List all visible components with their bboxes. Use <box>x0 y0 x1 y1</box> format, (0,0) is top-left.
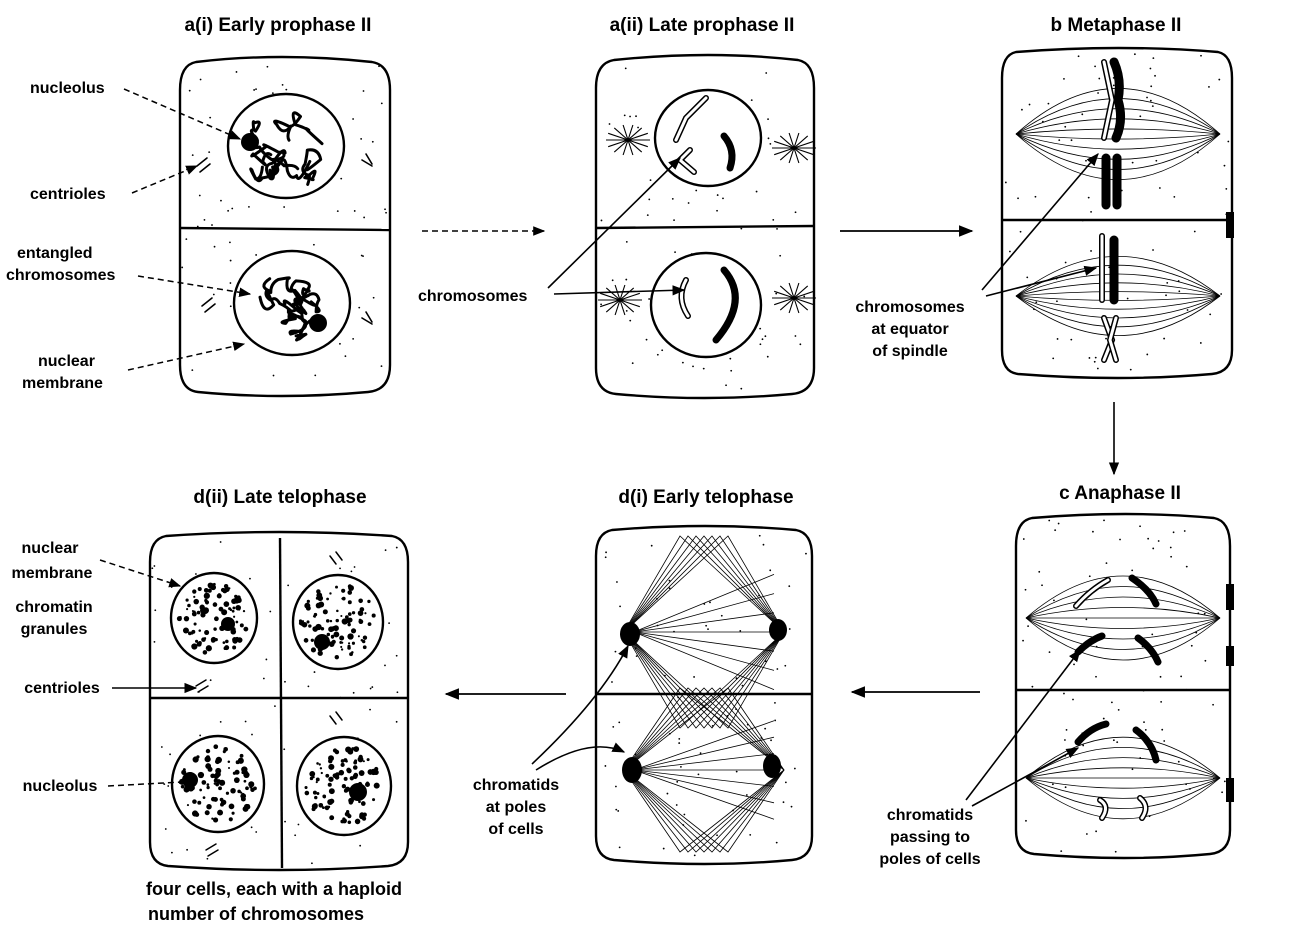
nucleolus <box>309 314 327 332</box>
centrioles-icon <box>196 153 373 325</box>
cell-early-telophase <box>594 524 814 866</box>
edge-mark <box>1226 646 1234 666</box>
label-chromatids-passing: chromatids <box>887 807 973 824</box>
aster <box>772 132 816 164</box>
edge-mark <box>1226 778 1234 802</box>
label-centrioles: centrioles <box>30 186 106 203</box>
title-metaphase: b Metaphase II <box>1051 15 1182 36</box>
edge-mark <box>1226 212 1234 238</box>
nucleolus <box>182 772 198 788</box>
label-granules: granules <box>21 621 88 638</box>
label-nuclear-b: nuclear <box>22 540 79 557</box>
label-membrane: membrane <box>22 375 103 392</box>
chromatids <box>1073 574 1162 821</box>
chromosome-pair <box>1099 57 1126 363</box>
leader-chromosomes <box>553 285 686 296</box>
label-chromatids-poles: chromatids <box>473 777 559 794</box>
label-of-cells: of cells <box>488 821 543 838</box>
leader-equator <box>985 265 1098 297</box>
leader-centrioles <box>131 165 199 194</box>
chromatin-granules <box>304 746 380 825</box>
edge-mark <box>1226 584 1234 610</box>
title-late-prophase: a(ii) Late prophase II <box>610 15 795 36</box>
label-nucleolus-b: nucleolus <box>23 778 98 795</box>
title-late-telophase: d(ii) Late telophase <box>193 487 366 508</box>
cell-late-telophase <box>148 530 410 872</box>
nucleolus <box>221 617 235 631</box>
label-passing-to: passing to <box>890 829 970 846</box>
centrioles-icon <box>195 551 343 857</box>
cell-late-prophase <box>594 53 816 400</box>
spindle-fibres <box>1025 736 1221 820</box>
aster <box>598 284 642 316</box>
cell-early-prophase <box>178 55 392 398</box>
cell-outline <box>1014 512 1232 860</box>
leader-entangled <box>137 275 252 298</box>
title-early-prophase: a(i) Early prophase II <box>185 15 372 36</box>
label-of-spindle: of spindle <box>872 343 948 360</box>
aster <box>606 124 650 156</box>
nuclear-membrane <box>653 88 763 188</box>
title-early-telophase: d(i) Early telophase <box>618 487 793 508</box>
leader-chromatids-poles <box>535 742 626 771</box>
label-chromosomes-equator: chromosomes <box>855 299 964 316</box>
leader-chromatids-passing <box>971 747 1080 807</box>
leader-chromatids-passing <box>965 648 1081 801</box>
label-entangled: entangled <box>17 245 93 262</box>
label-chromosomes-entangled: chromosomes <box>6 267 115 284</box>
label-centrioles-b: centrioles <box>24 680 100 697</box>
cell-division-line <box>278 537 284 869</box>
cell-division-line <box>179 226 391 232</box>
label-nuclear: nuclear <box>38 353 95 370</box>
nuclear-membrane <box>649 251 763 359</box>
leader-nucleolus-b <box>107 781 183 787</box>
nucleolus <box>314 634 330 650</box>
nucleolus <box>349 783 367 801</box>
caption-line-2: number of chromosomes <box>148 904 364 924</box>
chromosome <box>673 95 739 344</box>
label-poles-of-cells: poles of cells <box>879 851 980 868</box>
entangled-chromosomes <box>249 111 324 186</box>
leader-nucleolus <box>123 88 242 140</box>
label-at-poles: at poles <box>486 799 547 816</box>
nucleolus <box>241 133 259 151</box>
chromatid-clusters <box>620 619 787 783</box>
cell-division-line <box>595 224 815 230</box>
chromatin-granules <box>176 582 249 655</box>
label-membrane-b: membrane <box>12 565 93 582</box>
leader-nuclear-membrane-b <box>99 559 182 588</box>
label-at-equator: at equator <box>871 321 948 338</box>
label-chromatin: chromatin <box>15 599 92 616</box>
title-anaphase: c Anaphase II <box>1059 483 1181 504</box>
entangled-chromosomes <box>258 276 321 342</box>
leader-chromatids-poles <box>531 644 629 765</box>
label-chromosomes: chromosomes <box>418 288 527 305</box>
spindle-fibres <box>623 687 785 853</box>
spindle-fibres <box>1025 575 1221 661</box>
leader-equator <box>981 153 1099 291</box>
cell-metaphase <box>1000 46 1234 380</box>
label-nucleolus: nucleolus <box>30 80 105 97</box>
cell-anaphase <box>1014 512 1234 860</box>
caption-line-1: four cells, each with a haploid <box>146 879 402 899</box>
nuclear-membrane <box>232 249 352 357</box>
leader-chromosomes <box>547 157 681 289</box>
aster <box>772 282 816 314</box>
